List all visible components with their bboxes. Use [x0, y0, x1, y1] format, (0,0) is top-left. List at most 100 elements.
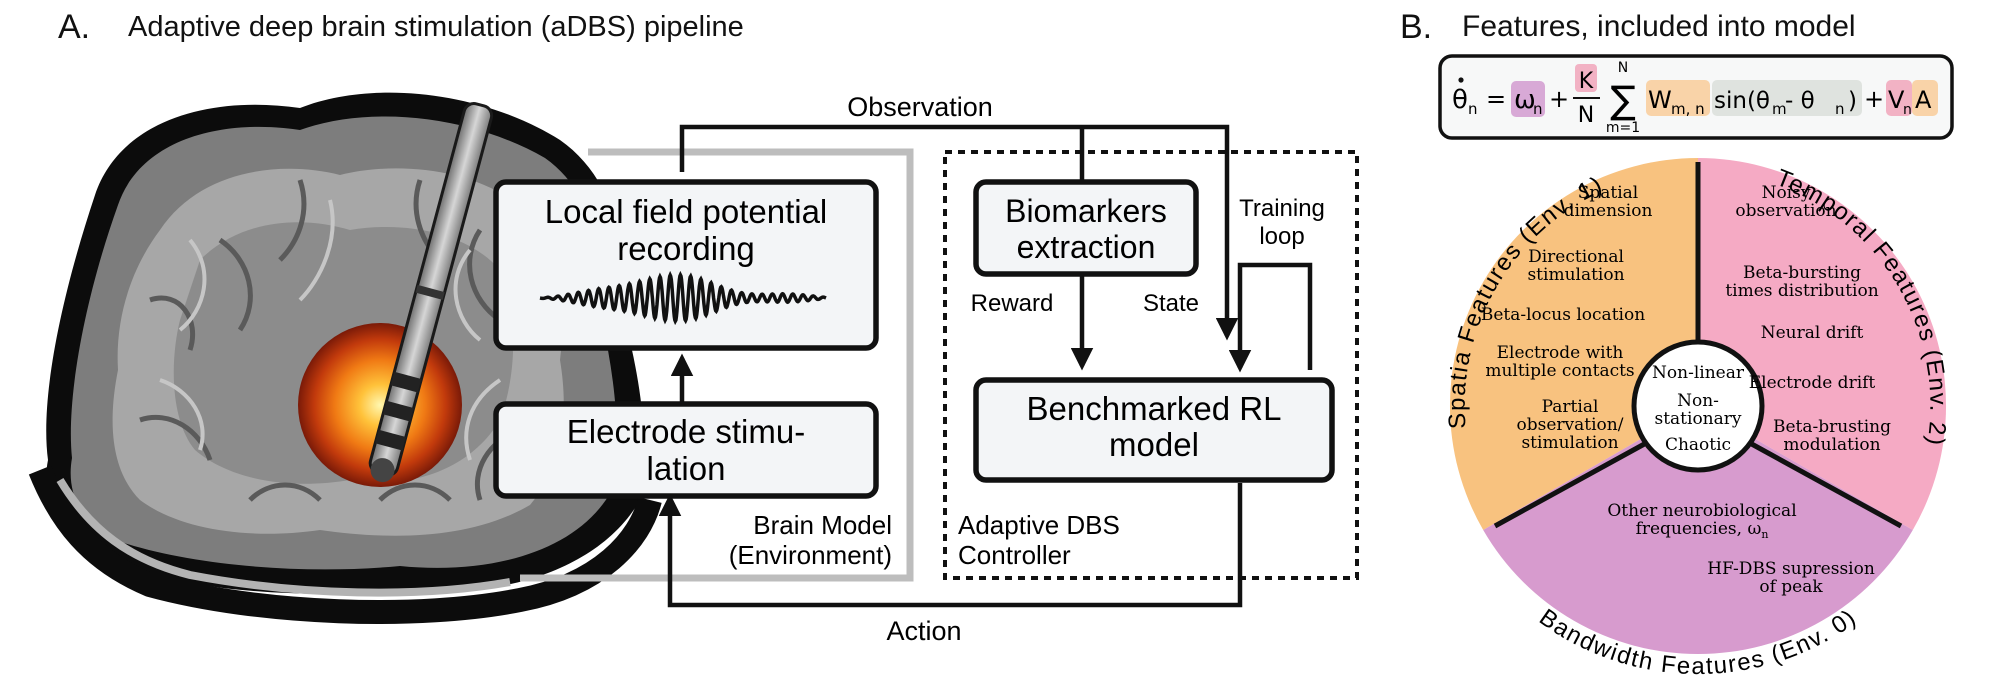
reward-label: Reward [971, 290, 1054, 317]
controller-region [943, 150, 1359, 580]
eq-v-highlight [1886, 80, 1912, 116]
temporal-sector [1698, 158, 1947, 530]
eq-sum: ∑ [1610, 78, 1636, 122]
bandwidth-feature-2-line: of peak [1759, 577, 1823, 597]
eq-frac-den: N [1578, 103, 1594, 128]
spatial-feature-4-line: Electrode with [1497, 343, 1624, 363]
temporal-feature-2-line: Beta-bursting [1743, 263, 1861, 283]
observation-label: Observation [847, 92, 993, 122]
brain-model-label-line1: Brain Model [753, 510, 892, 540]
bandwidth-feature-2-line: HF-DBS supression [1707, 559, 1875, 579]
brain-model-bracket [520, 148, 914, 582]
eq-dot-accent [1458, 77, 1464, 83]
rl-model-label-line2: model [1109, 426, 1199, 463]
controller-label-line2: Controller [958, 540, 1071, 570]
temporal-feature-3: Neural drift [1761, 323, 1864, 343]
bandwidth-feature-1-line: frequencies, ω [1636, 519, 1762, 539]
eq-sum-top: N [1618, 60, 1628, 76]
electrode-stimulation-label-line1: Electrode stimu- [567, 413, 805, 450]
temporal-feature-2-line: times distribution [1725, 281, 1878, 301]
panel-b-letter: B. [1400, 8, 1432, 46]
kuramoto-equation: θ n = ω n + K N N ∑ m=1 W m, n sin(θ m -… [1438, 54, 1954, 140]
eq-sum-bottom: m=1 [1606, 120, 1640, 136]
lfp-recording-label-line1: Local field potential [545, 193, 828, 230]
center-label-line3: stationary [1654, 409, 1741, 429]
eq-k-highlight [1575, 64, 1597, 92]
panel-a-title: Adaptive deep brain stimulation (aDBS) p… [128, 11, 744, 43]
brain-model-label-line2: (Environment) [729, 540, 892, 570]
rl-model-label-line1: Benchmarked RL [1027, 390, 1282, 427]
center-label-line2: Non- [1677, 391, 1719, 411]
eq-sin-open: sin(θ [1714, 88, 1770, 114]
spatial-feature-1-line: dimension [1564, 201, 1653, 221]
spatial-feature-1-line: Spatial [1578, 183, 1639, 203]
eq-frac-num: K [1579, 69, 1594, 94]
eq-sin-n: n [1835, 100, 1845, 118]
spatial-sector [1449, 157, 1698, 530]
eq-omega-highlight [1511, 81, 1545, 117]
eq-w: W [1648, 86, 1672, 114]
brain-mri-illustration [28, 92, 662, 624]
spatial-feature-4-line: multiple contacts [1485, 361, 1634, 381]
divider-left [1493, 439, 1650, 529]
temporal-feature-3-line: Neural drift [1761, 323, 1864, 343]
controller-label-line1: Adaptive DBS [958, 510, 1120, 540]
eq-sin-m: m [1772, 100, 1787, 118]
spatial-feature-5-line: Partial [1542, 397, 1599, 417]
training-loop-label-line1: Training [1239, 195, 1325, 222]
biomarkers-extraction-box [973, 179, 1199, 277]
eq-v: V [1888, 86, 1905, 114]
temporal-feature-5-line: modulation [1783, 435, 1880, 455]
eq-omega-sub: n [1533, 100, 1543, 118]
temporal-feature-5-line: Beta-brusting [1773, 417, 1891, 437]
lfp-recording-box [493, 179, 879, 351]
eq-v-sub: n [1903, 102, 1912, 118]
connectors [658, 124, 1313, 608]
panel-a-letter: A. [58, 8, 90, 46]
eq-sin-highlight [1712, 80, 1862, 116]
eq-plus-2: + [1864, 85, 1884, 113]
lfp-recording-label-line2: recording [617, 230, 755, 267]
lfp-waveform [539, 270, 827, 326]
eq-a: A [1915, 86, 1932, 114]
rl-model-box [973, 377, 1335, 483]
eq-w-highlight [1646, 80, 1710, 116]
electrode-stimulation-label-line2: lation [647, 450, 726, 487]
eq-sin-close: ) [1848, 88, 1857, 114]
spatial-feature-2-line: Directional [1528, 247, 1624, 267]
action-label: Action [886, 616, 961, 646]
temporal-feature-4: Electrode drift [1749, 373, 1876, 393]
eq-omega: ω [1514, 85, 1536, 115]
bandwidth-sector [1483, 406, 1913, 655]
eq-lhs: θ [1452, 85, 1468, 115]
center-core [1631, 339, 1765, 473]
temporal-feature-4-line: Electrode drift [1749, 373, 1876, 393]
eq-sin-minus: - θ [1785, 88, 1815, 114]
eq-plus-1: + [1549, 85, 1569, 113]
biomarkers-extraction-label-line1: Biomarkers [1005, 193, 1167, 229]
eq-equals: = [1486, 85, 1506, 113]
center-label-line1: Non-linear [1652, 363, 1745, 383]
state-label: State [1143, 290, 1199, 317]
center-label-line4: Chaotic [1665, 435, 1731, 455]
eq-lhs-sub: n [1468, 100, 1478, 118]
biomarkers-extraction-label-line2: extraction [1017, 229, 1156, 265]
spatial-feature-5-line: observation/ [1517, 415, 1624, 435]
spatial-feature-3: Beta-locus location [1481, 305, 1645, 325]
spatial-feature-2-line: stimulation [1527, 265, 1624, 285]
temporal-feature-1-line: observation [1735, 201, 1836, 221]
training-loop-label-line2: loop [1259, 223, 1304, 250]
feature-pie: Non-linear Non- stationary Chaotic Spati… [1444, 157, 1950, 680]
temporal-feature-1-line: Noisy [1762, 183, 1811, 203]
spatial-feature-5-line: stimulation [1521, 433, 1618, 453]
panel-b-title: Features, included into model [1462, 10, 1856, 43]
